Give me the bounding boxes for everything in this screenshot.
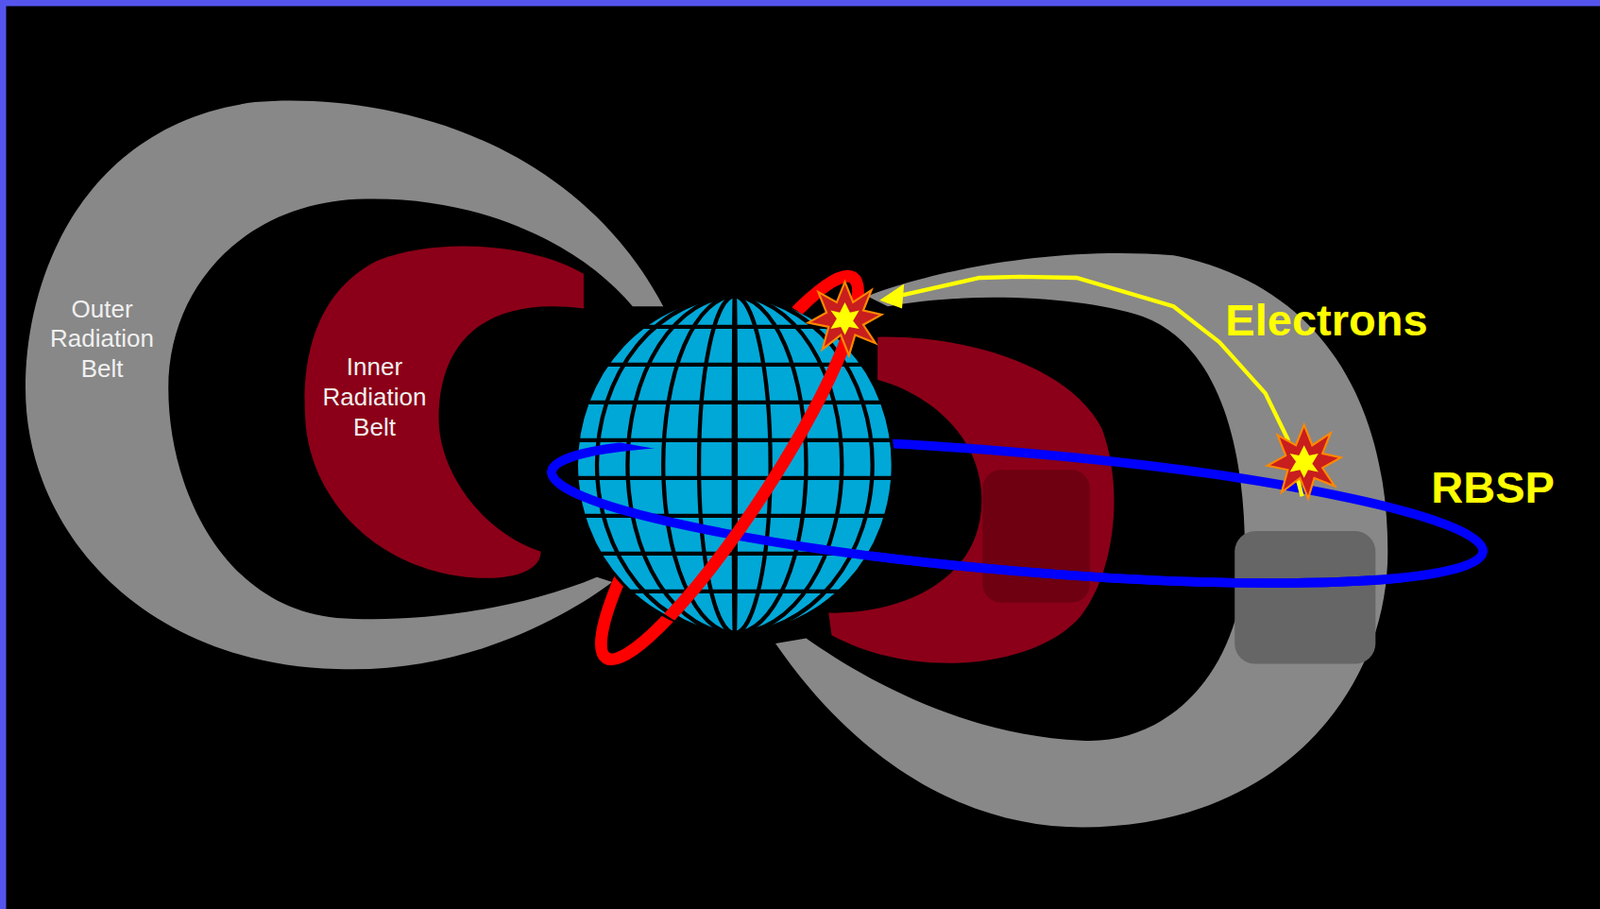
outer-belt-label-box: Outer Radiation Belt [31,294,173,385]
grid-line [733,295,736,633]
shadow-box [1234,530,1376,664]
arrow-head [879,283,904,308]
grid-line [596,295,873,633]
shadow-box [982,469,1090,603]
leo-orbit-front [570,254,889,681]
explosion [808,281,883,356]
grid-line [698,295,771,633]
spacecraft-label: RBSP [1430,460,1555,513]
rbsp-orbit-front [546,412,1489,611]
inner-belt-left [305,245,584,578]
explosion [1267,425,1342,499]
belt-name: Outer Radiation Belt [31,294,173,385]
particle-label: Electrons [1225,293,1428,346]
outer-belt-left [25,101,664,670]
inner-belt-label-box: Inner Radiation Belt [303,353,445,443]
belt-name: Inner Radiation Belt [303,353,445,443]
grid-line [627,295,842,633]
